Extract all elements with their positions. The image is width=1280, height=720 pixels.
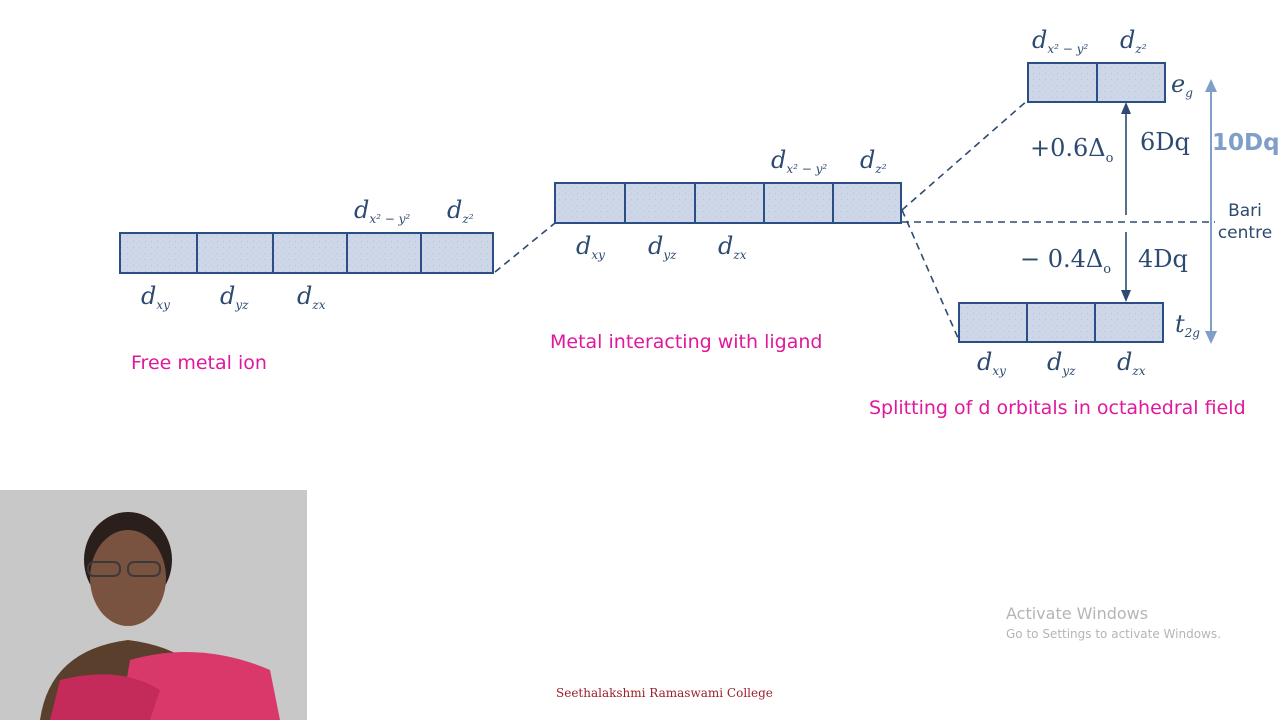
presenter-figure [0,490,307,720]
orbital-box [1094,302,1164,343]
orbital-box [1027,62,1098,103]
upper-delta-value: +0.6Δo [1030,134,1114,166]
orbital-box [1096,62,1166,103]
label-dyz-free: dyz [220,282,249,312]
t2g-orbitals [958,302,1164,343]
label-dz2-eg: dz² [1120,26,1147,56]
connector-free-to-interacting [494,222,556,273]
orbital-box [694,182,765,224]
label-t2g: t2g [1175,310,1200,340]
watermark-title: Activate Windows [1006,604,1149,623]
activate-windows-watermark: Activate Windows Go to Settings to activ… [1006,604,1221,641]
label-dxy-t2g: dxy [977,348,1006,378]
arrowhead-up [1121,102,1131,114]
barycentre-label: Bari centre [1212,200,1278,244]
arrowhead-10dq-top [1205,79,1217,92]
orbital-box [958,302,1028,343]
caption-free-metal-ion: Free metal ion [131,352,267,374]
eg-orbitals [1027,62,1166,103]
label-dx2y2-eg: dx² − y² [1032,26,1089,56]
orbital-box [420,232,494,274]
orbital-box [272,232,348,274]
label-dyz-interacting: dyz [648,232,677,262]
lower-delta-value: − 0.4Δo [1020,245,1112,277]
label-dxy-free: dxy [141,282,170,312]
label-dyz-t2g: dyz [1047,348,1076,378]
orbital-box [554,182,626,224]
interacting-orbitals [554,182,902,224]
label-dzx-interacting: dzx [718,232,747,262]
barycentre-label-line2: centre [1217,223,1273,243]
label-dz2-free: dz² [447,196,474,226]
label-eg: eg [1171,70,1193,100]
orbital-box [346,232,422,274]
orbital-box [832,182,902,224]
barycentre-label-line1: Bari [1228,201,1262,221]
label-dxy-interacting: dxy [576,232,605,262]
connector-to-t2g [901,209,959,339]
arrowhead-down [1121,290,1131,302]
watermark-subtitle: Go to Settings to activate Windows. [1006,627,1221,641]
upper-dq-value: 6Dq [1140,128,1190,156]
total-10dq-value: 10Dq [1212,130,1280,156]
orbital-box [624,182,696,224]
arrowhead-10dq-bottom [1205,331,1217,344]
footer-institution: Seethalakshmi Ramaswami College [556,686,773,700]
orbital-box [763,182,834,224]
caption-metal-interacting: Metal interacting with ligand [550,331,823,353]
presenter-webcam [0,490,307,720]
label-dzx-t2g: dzx [1117,348,1146,378]
label-dx2y2-free: dx² − y² [354,196,411,226]
caption-octahedral-splitting: Splitting of d orbitals in octahedral fi… [869,397,1246,419]
lower-dq-value: 4Dq [1138,245,1188,273]
label-dz2-interacting: dz² [860,146,887,176]
connector-to-eg [901,99,1029,211]
label-dx2y2-interacting: dx² − y² [771,146,828,176]
free-ion-orbitals [119,232,494,274]
orbital-box [1026,302,1096,343]
orbital-box [196,232,274,274]
label-dzx-free: dzx [297,282,326,312]
orbital-box [119,232,198,274]
